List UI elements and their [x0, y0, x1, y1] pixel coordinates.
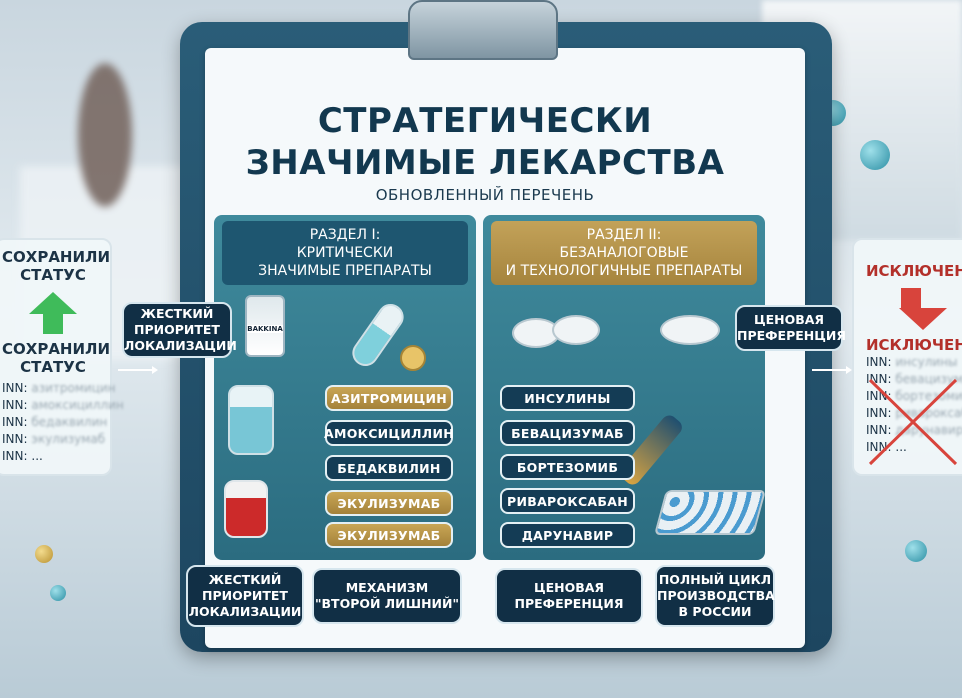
inn-name: ...	[895, 440, 907, 454]
molecule-icon	[860, 140, 890, 170]
inn-prefix: INN:	[2, 432, 28, 446]
arrow-down-stem	[901, 288, 921, 308]
header-line: БЕЗАНАЛОГОВЫЕ	[559, 245, 689, 261]
drug-pill: ЭКУЛИЗУМАБ	[325, 490, 453, 516]
arrow-up-stem	[43, 314, 63, 334]
arrow-right-icon	[812, 366, 852, 374]
inn-name: амоксициллин	[31, 398, 124, 412]
inn-prefix: INN:	[2, 449, 28, 463]
inn-prefix: INN:	[2, 415, 28, 429]
vial-icon: BAKKINA	[245, 295, 285, 357]
tag-line: ПРИОРИТЕТ	[202, 588, 288, 603]
tag-line: ЖЕСТКИЙ	[140, 306, 214, 321]
tablet-icon	[660, 315, 720, 345]
tablet-icon	[512, 318, 560, 348]
inn-name: бедаквилин	[31, 415, 108, 429]
inn-name: экулизумаб	[31, 432, 106, 446]
inn-prefix: INN:	[2, 398, 28, 412]
inn-row: INN: бедаквилин	[2, 414, 108, 431]
tag-line: ПРЕФЕРЕНЦИЯ	[737, 328, 846, 343]
inn-prefix: INN:	[866, 423, 892, 437]
blister-pack-icon	[653, 490, 767, 535]
drug-pill: РИВАРОКСАБАН	[500, 488, 635, 514]
page-title: СТРАТЕГИЧЕСКИ ЗНАЧИМЫЕ ЛЕКАРСТВА	[205, 100, 765, 184]
inn-row: INN: инсулины	[866, 354, 962, 371]
header-line: И ТЕХНОЛОГИЧНЫЕ ПРЕПАРАТЫ	[505, 263, 743, 279]
title-line: СТРАТЕГИЧЕСКИ	[317, 101, 653, 141]
inn-name: бевацизумаб	[895, 372, 962, 386]
excluded-card: ИСКЛЮЧЕНЫ ИСКЛЮЧЕНЫ INN: инсулины INN: б…	[852, 238, 962, 476]
vial-label: BAKKINA	[247, 325, 283, 333]
tablet-icon	[552, 315, 600, 345]
drug-pill: ДАРУНАВИР	[500, 522, 635, 548]
tag-line: ЖЕСТКИЙ	[208, 572, 282, 587]
drug-pill: БЕВАЦИЗУМАБ	[500, 420, 635, 446]
drug-pill: БОРТЕЗОМИБ	[500, 454, 635, 480]
inn-row: INN: амоксициллин	[2, 397, 124, 414]
tag-line: В РОССИИ	[678, 604, 752, 619]
arrow-up-icon	[29, 292, 77, 314]
inn-name: дарунавир	[895, 423, 962, 437]
inn-name: азитромицин	[31, 381, 116, 395]
inn-row: INN: азитромицин	[2, 380, 116, 397]
tag-price-preference: ЦЕНОВАЯ ПРЕФЕРЕНЦИЯ	[735, 305, 846, 351]
inn-prefix: INN:	[866, 406, 892, 420]
arrow-down-icon	[899, 308, 947, 330]
tag-localization-priority: ЖЕСТКИЙ ПРИОРИТЕТ ЛОКАЛИЗАЦИИ	[122, 302, 237, 358]
drug-pill: ИНСУЛИНЫ	[500, 385, 635, 411]
tag-second-extra-mechanism: МЕХАНИЗМ "ВТОРОЙ ЛИШНИЙ"	[312, 568, 462, 624]
tag-localization-priority: ЖЕСТКИЙ ПРИОРИТЕТ ЛОКАЛИЗАЦИИ	[186, 565, 304, 627]
inn-name: ...	[31, 449, 43, 463]
inn-name: инсулины	[895, 355, 958, 369]
title-line: ЗНАЧИМЫЕ ЛЕКАРСТВА	[245, 143, 725, 183]
tag-line: МЕХАНИЗМ	[345, 580, 429, 595]
header-line: КРИТИЧЕСКИ	[296, 245, 394, 261]
drug-pill: ЭКУЛИЗУМАБ	[325, 522, 453, 548]
header-line: ЗНАЧИМЫЕ ПРЕПАРАТЫ	[258, 263, 432, 279]
tag-full-cycle-production: ПОЛНЫЙ ЦИКЛ ПРОИЗВОДСТВА В РОССИИ	[655, 565, 775, 627]
tag-line: ПРЕФЕРЕНЦИЯ	[514, 596, 624, 611]
subtitle: ОБНОВЛЕННЫЙ ПЕРЕЧЕНЬ	[375, 186, 595, 204]
inn-prefix: INN:	[866, 389, 892, 403]
tag-line: ПОЛНЫЙ ЦИКЛ	[658, 572, 772, 587]
inn-row: INN: ривароксабан	[866, 405, 962, 422]
header-line: РАЗДЕЛ I:	[309, 227, 381, 243]
header-line: РАЗДЕЛ II:	[586, 227, 662, 243]
tag-line: ЦЕНОВАЯ	[533, 580, 605, 595]
tag-line: ЛОКАЛИЗАЦИИ	[124, 338, 237, 353]
tag-line: ПРИОРИТЕТ	[134, 322, 220, 337]
inn-row: INN: дарунавир	[866, 422, 962, 439]
molecule-icon	[50, 585, 66, 601]
section-1-header: РАЗДЕЛ I: КРИТИЧЕСКИ ЗНАЧИМЫЕ ПРЕПАРАТЫ	[222, 221, 468, 285]
tag-line: ПРОИЗВОДСТВА	[657, 588, 775, 603]
inn-name: ривароксабан	[895, 406, 962, 420]
retained-status-card: СОХРАНИЛИ СТАТУС СОХРАНИЛИ СТАТУС INN: а…	[0, 238, 124, 476]
molecule-icon	[35, 545, 53, 563]
card-heading: СОХРАНИЛИ СТАТУС	[2, 248, 111, 284]
card-heading: ИСКЛЮЧЕНЫ	[866, 262, 962, 280]
tag-line: ЦЕНОВАЯ	[753, 312, 825, 327]
iv-bag-icon	[228, 385, 274, 455]
drug-pill: БЕДАКВИЛИН	[325, 455, 453, 481]
card-heading: ИСКЛЮЧЕНЫ	[866, 336, 962, 354]
blood-bag-icon	[224, 480, 268, 538]
inn-prefix: INN:	[2, 381, 28, 395]
molecule-icon	[905, 540, 927, 562]
drug-pill: АЗИТРОМИЦИН	[325, 385, 453, 411]
section-2-header: РАЗДЕЛ II: БЕЗАНАЛОГОВЫЕ И ТЕХНОЛОГИЧНЫЕ…	[491, 221, 757, 285]
inn-row: INN: экулизумаб	[2, 431, 106, 448]
pill-icon	[400, 345, 426, 371]
inn-row: INN: ...	[2, 448, 104, 465]
tag-line: ЛОКАЛИЗАЦИИ	[188, 604, 302, 619]
inn-prefix: INN:	[866, 355, 892, 369]
arrow-right-icon	[118, 366, 158, 374]
tag-line: "ВТОРОЙ ЛИШНИЙ"	[315, 596, 459, 611]
cross-out-icon	[868, 378, 958, 466]
drug-pill: АМОКСИЦИЛЛИН	[324, 420, 454, 446]
card-heading: СОХРАНИЛИ СТАТУС	[2, 340, 111, 376]
clipboard-clip	[408, 0, 558, 60]
tag-price-preference: ЦЕНОВАЯ ПРЕФЕРЕНЦИЯ	[495, 568, 643, 624]
